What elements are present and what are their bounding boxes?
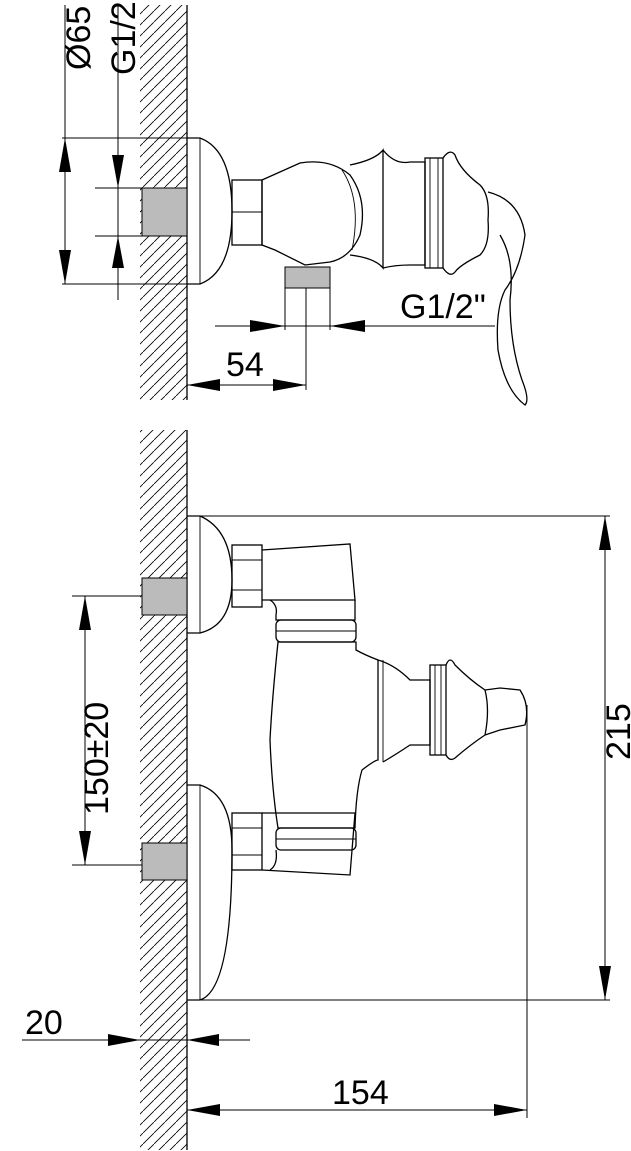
upper-escutcheon [187,515,233,634]
side-view [141,137,528,406]
wall-thread-label: G1/2" [105,0,143,75]
outlet-thread-label: G1/2" [400,288,486,326]
outlet-thread [284,266,331,289]
inlet-spacing-label: 150±20 [78,702,116,815]
front-dimensions: 150±20 215 154 20 [22,515,631,1118]
knob [484,687,528,736]
mixer-body [269,641,379,829]
wall-thread [141,187,188,237]
side-dimensions: Ø65 G1/2" G1/2" 54 [59,0,495,391]
depth-label: 154 [332,1074,389,1112]
upper-inlet-thread [141,577,188,616]
lower-inlet-thread [141,842,188,881]
lower-nut [231,812,263,871]
diameter-label: Ø65 [60,6,98,70]
upper-nut [231,544,263,608]
front-view [141,515,528,1001]
lower-escutcheon [187,784,233,1001]
height-label: 215 [600,703,631,760]
outlet-offset-label: 54 [226,346,264,384]
nut [231,179,263,246]
lever-handle [487,191,528,406]
valve-body [261,161,364,266]
wall-bottom [140,430,188,1150]
wall-thread-length-label: 20 [25,1004,63,1042]
escutcheon [187,137,233,285]
